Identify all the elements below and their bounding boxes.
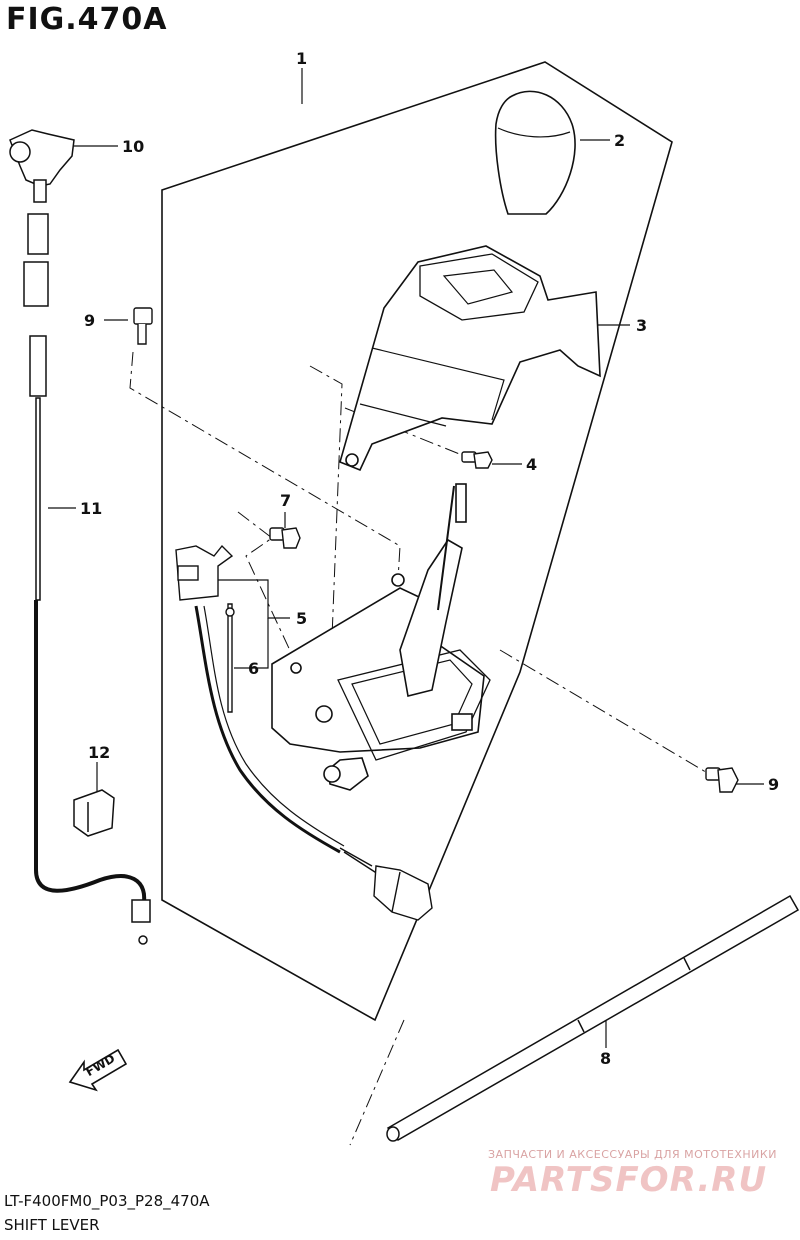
figure-name: SHIFT LEVER	[4, 1216, 100, 1234]
lever-cover	[339, 245, 601, 472]
callout-2: 2	[614, 131, 625, 150]
callout-7: 7	[280, 491, 291, 510]
fwd-arrow: FWD	[68, 1048, 128, 1092]
alignment-lines	[129, 351, 727, 1146]
callout-3: 3	[636, 316, 647, 335]
callout-9-upper: 9	[84, 311, 95, 330]
callout-4: 4	[526, 455, 537, 474]
watermark-tagline: ЗАПЧАСТИ И АКСЕССУАРЫ ДЛЯ МОТОТЕХНИКИ	[488, 1148, 777, 1161]
speed-cable	[9, 129, 151, 945]
bolt-part-9-lower	[705, 767, 739, 793]
assembly-outline	[161, 61, 673, 1022]
callout-5: 5	[296, 609, 307, 628]
callout-1: 1	[296, 49, 307, 68]
cable-tie-part-6	[225, 603, 235, 713]
bolt-part-4	[461, 451, 493, 469]
bolt-part-7	[269, 527, 301, 549]
lever-bracket	[271, 483, 491, 791]
figure-title: FIG.470A	[6, 2, 168, 37]
figure-code: LT-F400FM0_P03_P28_470A	[4, 1192, 210, 1210]
shift-rod-part-8	[386, 894, 800, 1142]
callout-9-lower: 9	[768, 775, 779, 794]
watermark-logo: PARTSFOR.RU	[490, 1160, 768, 1200]
clamp-part-12	[73, 789, 115, 837]
shift-knob	[494, 90, 576, 215]
callout-10: 10	[122, 137, 144, 156]
callout-6: 6	[248, 659, 259, 678]
callout-11: 11	[80, 499, 102, 518]
callout-12: 12	[88, 743, 110, 762]
callout-8: 8	[600, 1049, 611, 1068]
bolt-part-9-upper	[133, 307, 153, 345]
neutral-switch	[175, 544, 433, 921]
